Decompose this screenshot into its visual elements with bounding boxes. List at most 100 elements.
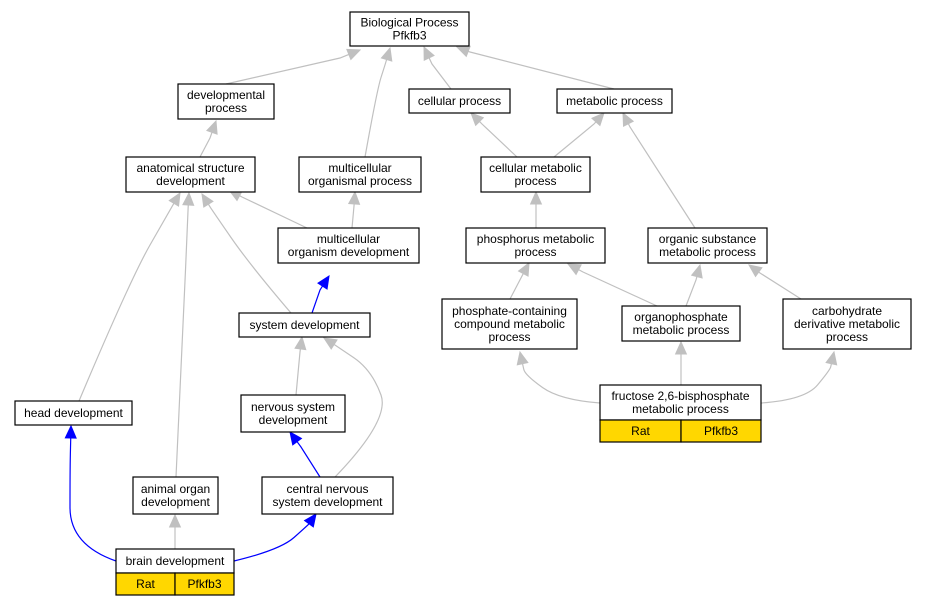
node-box bbox=[349, 11, 470, 47]
edge-asd-to-dev bbox=[199, 119, 218, 158]
edge-arrowhead bbox=[529, 190, 543, 205]
edge-arrowhead bbox=[622, 111, 635, 127]
edge-arrowhead bbox=[423, 45, 435, 61]
node-label-line: carbohydrate bbox=[812, 304, 882, 318]
edge-line bbox=[685, 276, 698, 307]
node-box bbox=[125, 156, 256, 193]
edge-sys-to-asd bbox=[201, 192, 292, 314]
node-label-line: phosphorus metabolic bbox=[477, 232, 594, 246]
edge-line bbox=[233, 523, 310, 562]
node-label-line: developmental bbox=[187, 88, 265, 102]
node-label-line: compound metabolic bbox=[454, 317, 565, 331]
node-box bbox=[465, 227, 606, 264]
edge-arrowhead bbox=[168, 513, 182, 528]
node-label-line: system development bbox=[272, 495, 383, 509]
edge-line bbox=[479, 121, 518, 158]
node-label-line: development bbox=[156, 174, 225, 188]
node-box bbox=[238, 312, 371, 338]
edge-line bbox=[509, 273, 524, 300]
go-term-node-head[interactable]: head development bbox=[14, 400, 133, 426]
node-box bbox=[480, 156, 591, 193]
edge-arrowhead bbox=[346, 48, 362, 61]
node-label-line: multicellular bbox=[328, 161, 391, 175]
node-label-line: metabolic process bbox=[632, 402, 729, 416]
node-box bbox=[132, 476, 219, 515]
node-label-line: phosphate-containing bbox=[452, 304, 567, 318]
edge-arrowhead bbox=[64, 424, 77, 439]
edge-arrowhead bbox=[206, 119, 218, 135]
node-box bbox=[556, 88, 673, 114]
edge-arrowhead bbox=[591, 112, 605, 127]
node-label-line: multicellular bbox=[317, 232, 380, 246]
edge-line bbox=[333, 343, 383, 478]
node-label-line: brain development bbox=[126, 554, 225, 568]
edge-arrowhead bbox=[317, 274, 330, 290]
node-label-line: organism development bbox=[288, 245, 410, 259]
edge-line bbox=[578, 269, 658, 307]
edge-line bbox=[467, 50, 615, 90]
edge-arrowhead bbox=[303, 513, 317, 528]
edge-line bbox=[207, 203, 292, 314]
edge-brain-to-head bbox=[64, 424, 117, 562]
node-label-line: derivative metabolic bbox=[794, 317, 900, 331]
edge-fbp-to-carb bbox=[760, 350, 838, 404]
edge-mop-to-bp bbox=[364, 46, 393, 158]
edge-line bbox=[69, 437, 117, 562]
node-box bbox=[277, 227, 420, 264]
node-box bbox=[14, 400, 133, 426]
edge-cmp-to-met bbox=[553, 112, 605, 158]
edge-line bbox=[199, 132, 213, 158]
edge-phos-to-cmp bbox=[529, 190, 543, 228]
edge-arrowhead bbox=[470, 112, 485, 127]
edge-met-to-bp bbox=[455, 45, 615, 90]
edge-nsd-to-sys bbox=[294, 335, 307, 396]
node-box bbox=[408, 88, 511, 114]
edge-arrowhead bbox=[517, 261, 530, 277]
edge-brain-to-aod bbox=[168, 513, 182, 549]
edge-arrowhead bbox=[168, 191, 181, 207]
edge-line bbox=[175, 204, 189, 478]
edge-line bbox=[311, 285, 324, 314]
edge-line bbox=[758, 271, 802, 300]
edge-arrowhead bbox=[690, 263, 703, 279]
node-label-line: metabolic process bbox=[659, 245, 756, 259]
edge-sys-to-mod bbox=[311, 274, 330, 314]
edge-arrowhead bbox=[825, 350, 838, 366]
node-label-line: Biological Process bbox=[360, 16, 458, 30]
node-box bbox=[298, 156, 422, 193]
edge-aod-to-asd bbox=[175, 191, 195, 478]
go-term-node-brain[interactable]: brain development bbox=[115, 548, 235, 574]
edge-arrowhead bbox=[322, 337, 338, 350]
go-term-node-sys[interactable]: system development bbox=[238, 312, 371, 338]
edge-arrowhead bbox=[674, 340, 688, 355]
node-label-line: head development bbox=[24, 406, 123, 420]
go-term-node-met[interactable]: metabolic process bbox=[556, 88, 673, 114]
go-term-node-cell[interactable]: cellular process bbox=[408, 88, 511, 114]
edge-arrowhead bbox=[201, 192, 214, 208]
node-label-line: fructose 2,6-bisphosphate bbox=[611, 389, 749, 403]
edge-line bbox=[627, 123, 696, 229]
edge-arrowhead bbox=[566, 263, 582, 276]
edge-line bbox=[78, 203, 175, 402]
gene-cell bbox=[680, 419, 762, 443]
